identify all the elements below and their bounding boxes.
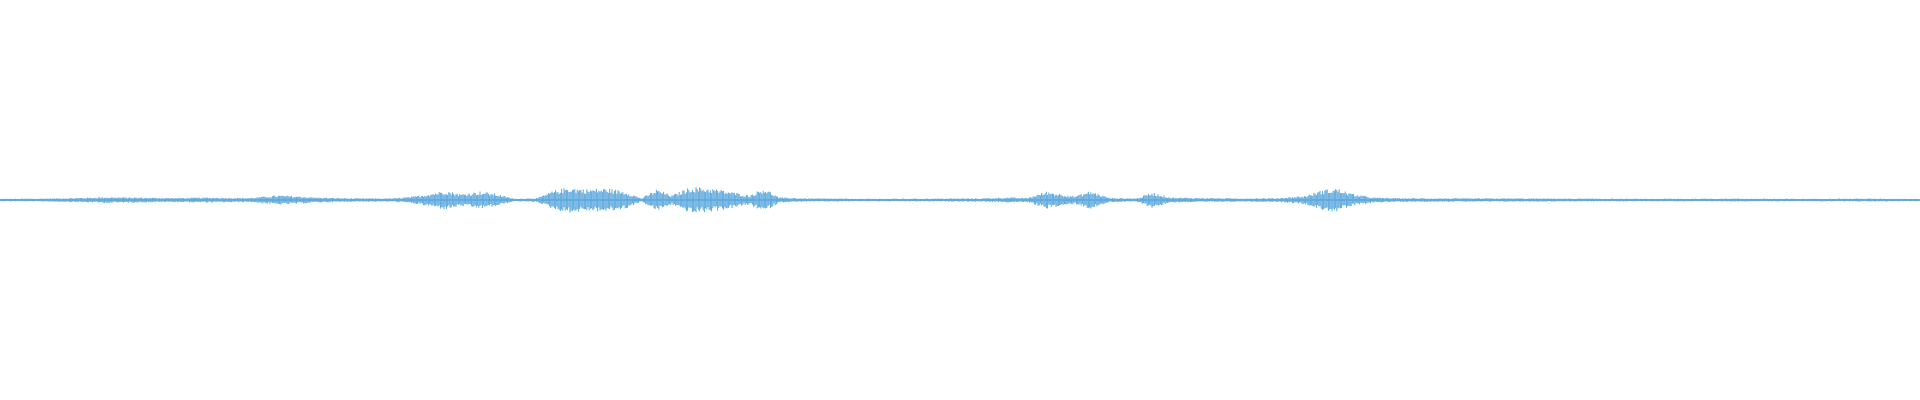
waveform-bars — [0, 187, 1920, 213]
